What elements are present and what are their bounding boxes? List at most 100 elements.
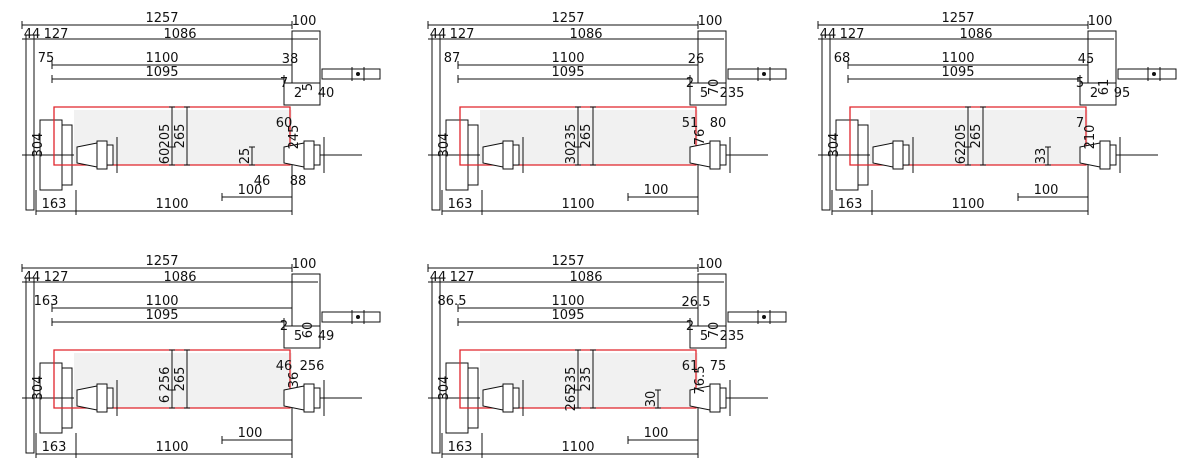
side-dim-5: 51	[682, 116, 699, 131]
side-dim-6: 245	[287, 125, 302, 150]
chuck-body	[303, 140, 315, 170]
side-dim-2: 2	[1090, 86, 1098, 101]
tool-bar	[727, 68, 787, 80]
chuck-jaw	[76, 385, 98, 411]
dimension-label: 1095	[551, 65, 584, 80]
dimension-label: 235	[564, 124, 579, 149]
dimension-label: 100	[644, 183, 669, 198]
dim-chuck-diameter: 304	[31, 376, 46, 401]
side-dim-4: 49	[318, 329, 335, 344]
tool-bar	[727, 311, 787, 323]
dimension-label: 1100	[561, 197, 594, 212]
dimension-label: 1100	[155, 440, 188, 455]
dimension-label: 1100	[155, 197, 188, 212]
dimension-label: 1086	[569, 27, 602, 42]
dimension-label: 1100	[551, 51, 584, 66]
dimension-label: 163	[838, 197, 863, 212]
dimension-label: 44	[24, 27, 41, 42]
tool-bar	[321, 68, 381, 80]
dimension-label: 1100	[145, 51, 178, 66]
chuck-ring	[719, 144, 727, 166]
headstock-plate	[821, 34, 831, 211]
dim-tail: 100	[698, 14, 723, 29]
dimension-label: 265	[173, 124, 188, 149]
chuck-jaw	[689, 142, 711, 168]
dimension-label: 127	[450, 27, 475, 42]
tool-path	[53, 106, 291, 166]
side-dim-2: 5	[294, 329, 302, 344]
dimension-label: 44	[430, 27, 447, 42]
dim-offset: 68	[834, 51, 851, 66]
dim-tail: 100	[292, 257, 317, 272]
headstock-plate	[25, 277, 35, 454]
tool-path	[459, 106, 697, 166]
chuck-body	[96, 383, 108, 413]
chuck-ring	[512, 387, 520, 409]
chuck-ring	[313, 387, 321, 409]
right-chuck	[689, 380, 731, 416]
dimension-label: 1095	[551, 308, 584, 323]
side-dim-7: 256	[300, 359, 325, 374]
dimension-label: 163	[448, 440, 473, 455]
side-dim-7: 80	[710, 116, 727, 131]
dimension-label: 1100	[941, 51, 974, 66]
side-dim-4: 40	[318, 86, 335, 101]
chuck-ring	[106, 144, 114, 166]
side-dim-5: 7	[1076, 116, 1084, 131]
side-dim-6: 210	[1083, 125, 1098, 150]
dimension-label: 127	[44, 270, 69, 285]
dimension-label: 1086	[569, 270, 602, 285]
chuck-ring	[512, 144, 520, 166]
side-dim-5: 46	[276, 359, 293, 374]
dimension-label: 1257	[551, 11, 584, 26]
dim-small-1: 46	[254, 174, 271, 189]
tool-bar-pin	[356, 315, 360, 319]
side-dim-3: 70	[707, 79, 722, 96]
headstock-plate	[431, 34, 441, 211]
dimension-label: 1100	[551, 294, 584, 309]
left-chuck	[872, 137, 914, 173]
dimension-label: 30	[564, 148, 579, 165]
dimension-label: 33	[1034, 148, 1049, 165]
dimension-label: 1095	[941, 65, 974, 80]
dimension-label: 1100	[561, 440, 594, 455]
side-dim-2: 5	[700, 86, 708, 101]
headstock-plate	[431, 277, 441, 454]
side-dim-3: 70	[707, 322, 722, 339]
dimension-label: 62	[954, 148, 969, 165]
dim-tail: 100	[1088, 14, 1113, 29]
dimension-label: 265	[564, 387, 579, 412]
side-dim-1: 5	[1076, 76, 1084, 91]
side-dim-3: 60	[301, 322, 316, 339]
side-dim-1: 2	[686, 319, 694, 334]
dimension-label: 127	[840, 27, 865, 42]
side-dim-5: 60	[276, 116, 293, 131]
dimension-label: 265	[579, 124, 594, 149]
turret-head	[283, 82, 321, 106]
tool-bar-pin	[762, 72, 766, 76]
chuck-jaw	[283, 385, 305, 411]
dim-clearance: 26.5	[682, 295, 711, 310]
dimension-label: 265	[173, 367, 188, 392]
dim-tail: 100	[698, 257, 723, 272]
dimension-label: 1257	[941, 11, 974, 26]
dimension-label: 1086	[163, 27, 196, 42]
dimension-label: 1086	[959, 27, 992, 42]
tool-path	[849, 106, 1087, 166]
dimension-label: 163	[42, 197, 67, 212]
chuck-body	[892, 140, 904, 170]
side-dim-4: 235	[720, 329, 745, 344]
chuck-body	[709, 383, 721, 413]
dimension-label: 100	[644, 426, 669, 441]
dim-tail: 100	[292, 14, 317, 29]
left-chuck	[76, 137, 118, 173]
dimension-label: 1257	[145, 254, 178, 269]
tool-bar-pin	[762, 315, 766, 319]
dimension-label: 235	[579, 367, 594, 392]
chuck-body	[502, 383, 514, 413]
side-dim-6: 36	[287, 372, 302, 389]
chuck-body	[303, 383, 315, 413]
right-chuck	[689, 137, 731, 173]
